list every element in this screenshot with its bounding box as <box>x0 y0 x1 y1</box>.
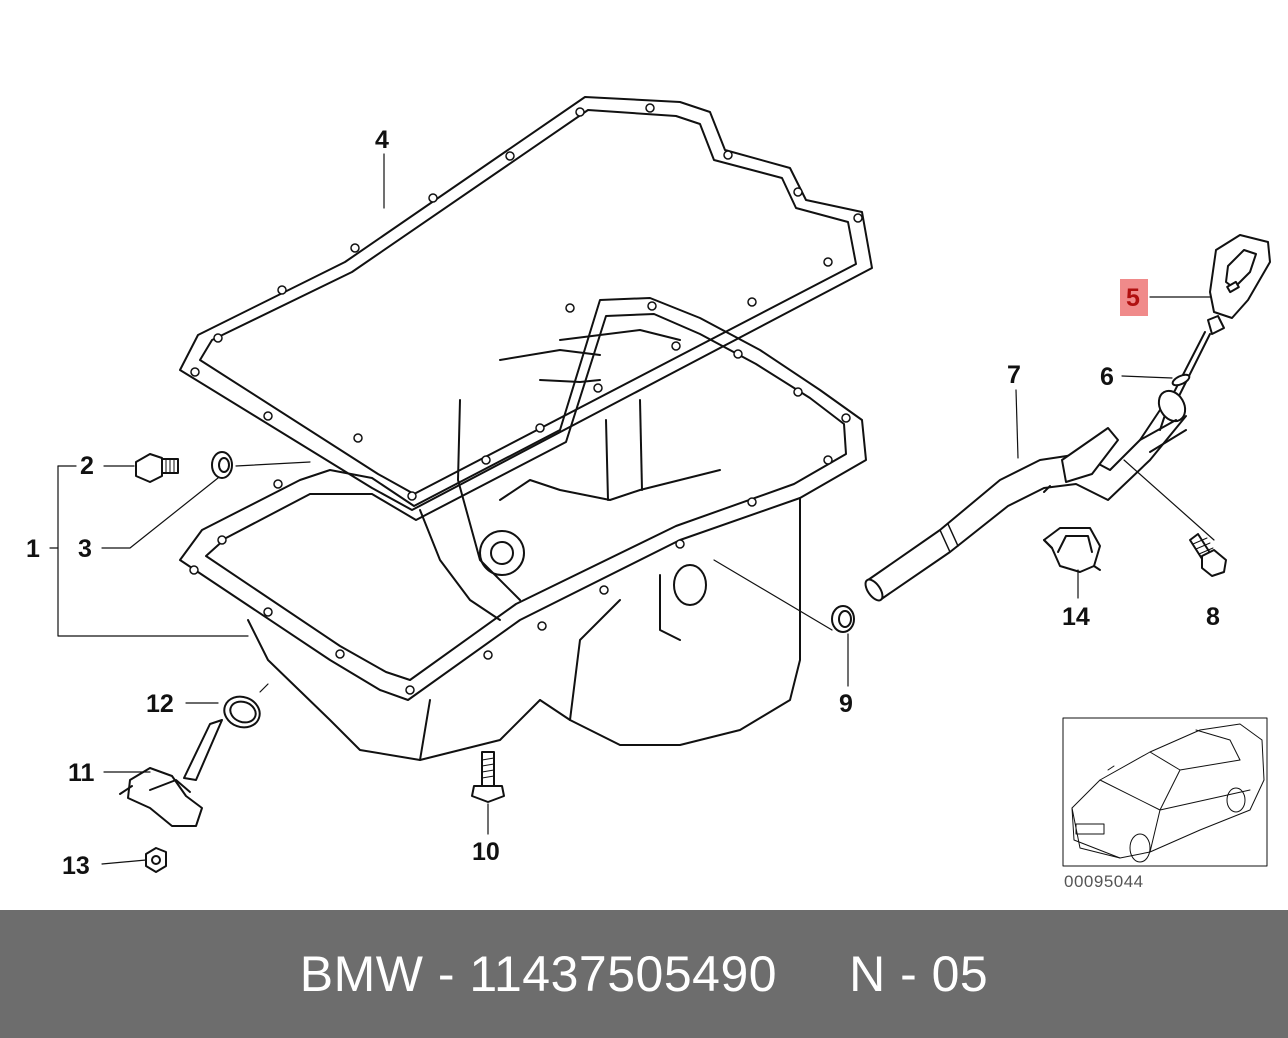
callout-2: 2 <box>80 452 94 480</box>
footer-caption: BMW - 11437505490 N - 05 <box>300 945 988 1003</box>
vehicle-thumbnail <box>1062 717 1268 867</box>
callout-12: 12 <box>146 690 174 718</box>
footer-gap <box>777 946 849 1002</box>
callout-14: 14 <box>1062 603 1090 631</box>
callout-10: 10 <box>472 838 500 866</box>
diagram-reference-number: 00095044 <box>1064 872 1144 891</box>
callout-6: 6 <box>1100 363 1114 391</box>
callout-3: 3 <box>78 535 92 563</box>
drain-plug <box>135 453 179 483</box>
bracket-bolt <box>1189 533 1227 577</box>
oil-pan <box>179 297 867 761</box>
footer-position: N - 05 <box>849 946 989 1002</box>
oil-pan-bolt <box>471 751 505 803</box>
callout-11: 11 <box>68 759 95 787</box>
footer-separator: - <box>423 946 470 1002</box>
callout-8: 8 <box>1206 603 1220 631</box>
sensor-o-ring <box>223 695 261 729</box>
leader-lines <box>49 153 1215 865</box>
callout-5: 5 <box>1126 284 1140 312</box>
dipstick-o-ring <box>1171 373 1191 387</box>
oil-level-sensor <box>119 719 223 827</box>
sensor-nut <box>145 847 167 873</box>
oil-pan-gasket <box>179 96 873 511</box>
oil-dipstick <box>1159 234 1271 431</box>
dipstick-guide-tube <box>864 389 1187 602</box>
callout-4: 4 <box>375 126 389 154</box>
guide-tube-seal <box>831 605 855 633</box>
footer-brand: BMW <box>299 946 424 1002</box>
callout-9: 9 <box>839 690 853 718</box>
footer-part-number: 11437505490 <box>469 946 778 1002</box>
footer-bar: BMW - 11437505490 N - 05 <box>0 910 1288 1038</box>
tube-clip <box>1043 527 1101 573</box>
callout-1: 1 <box>26 535 40 563</box>
callout-7: 7 <box>1007 361 1021 389</box>
highlighted-part-box <box>1120 279 1148 316</box>
parts-diagram: 1 2 3 4 5 6 7 8 9 10 11 12 13 14 0009504… <box>26 96 1271 891</box>
callout-13: 13 <box>62 852 90 880</box>
drain-washer <box>211 451 233 479</box>
